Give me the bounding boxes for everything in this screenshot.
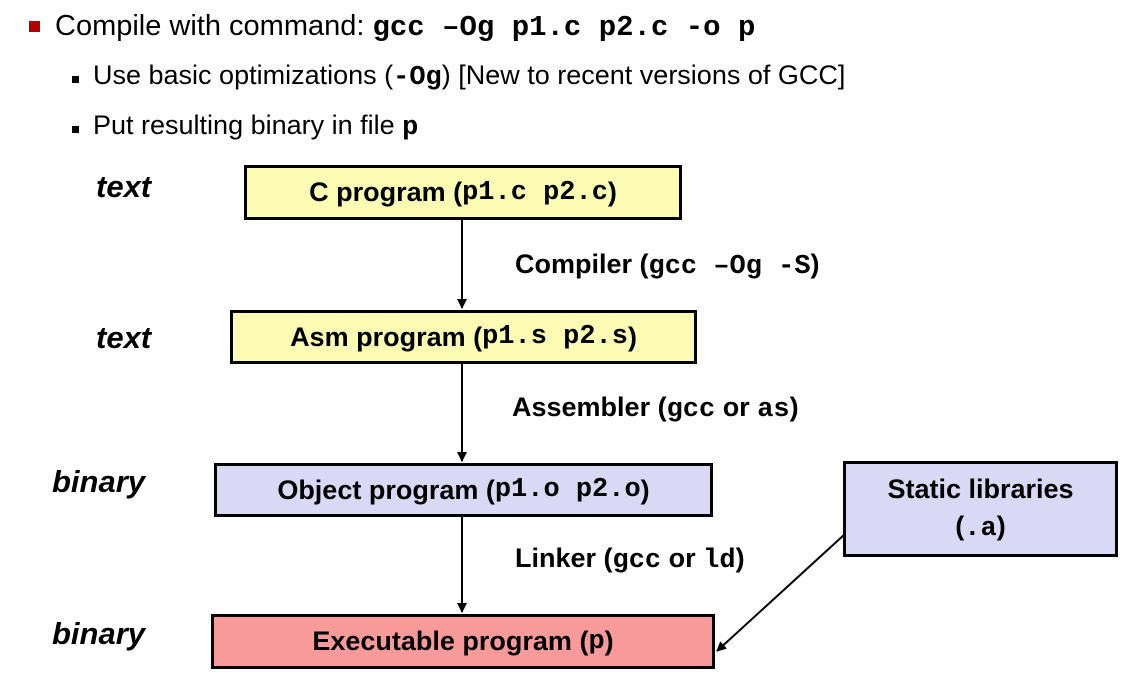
linker-or: or	[661, 543, 704, 573]
compiler-close: )	[810, 249, 820, 279]
compiler-step-label: Compiler (gcc –Og -S)	[515, 249, 820, 282]
bullet-square-red	[29, 21, 40, 32]
binary-file-text: Put resulting binary in file	[93, 110, 403, 140]
optimization-text-a: Use basic optimizations (	[93, 60, 394, 90]
assembler-code-gcc: gcc	[666, 395, 716, 425]
c-program-code: p1.c p2.c	[462, 177, 608, 208]
binary-file-line: Put resulting binary in file p	[93, 110, 418, 143]
object-program-code: p1.o p2.o	[494, 475, 641, 505]
static-libraries-box: Static libraries (.a)	[843, 461, 1118, 557]
label-binary-2: binary	[52, 616, 146, 651]
assembler-close: )	[789, 392, 799, 422]
object-program-close: )	[640, 474, 650, 505]
static-libraries-open: (	[955, 510, 965, 541]
executable-program-close: )	[604, 626, 614, 656]
static-libraries-close: )	[996, 510, 1006, 541]
executable-program-text: Executable program (	[312, 626, 589, 656]
c-program-box: C program (p1.c p2.c)	[244, 165, 682, 220]
compiler-code: gcc –Og -S	[648, 252, 811, 282]
linker-text: Linker (	[515, 543, 613, 573]
asm-program-box: Asm program (p1.s p2.s)	[230, 310, 697, 364]
linker-code-gcc: gcc	[612, 546, 662, 576]
label-binary-1: binary	[52, 464, 146, 499]
bullet-square-black	[72, 76, 79, 83]
assembler-or: or	[715, 392, 758, 422]
optimization-code: -Og	[393, 63, 442, 93]
assembler-text: Assembler (	[512, 392, 667, 422]
compile-command-line: Compile with command: gcc –Og p1.c p2.c …	[55, 10, 755, 44]
binary-file-code: p	[402, 113, 419, 143]
executable-program-code: p	[588, 626, 605, 657]
static-libraries-title: Static libraries	[887, 474, 1074, 505]
linker-code-ld: ld	[703, 546, 736, 576]
compiler-text: Compiler (	[515, 249, 649, 279]
label-text-1: text	[96, 169, 152, 204]
arrow-libraries-to-executable	[716, 533, 846, 652]
asm-program-code: p1.s p2.s	[482, 322, 628, 352]
object-program-box: Object program (p1.o p2.o)	[214, 463, 713, 517]
object-program-text: Object program (	[277, 474, 495, 505]
linker-close: )	[735, 543, 745, 573]
assembler-code-as: as	[757, 395, 790, 425]
label-text-2: text	[96, 320, 152, 355]
c-program-close: )	[607, 177, 617, 207]
executable-program-box: Executable program (p)	[211, 614, 715, 669]
asm-program-text: Asm program (	[290, 321, 483, 352]
linker-step-label: Linker (gcc or ld)	[515, 543, 745, 576]
assembler-step-label: Assembler (gcc or as)	[512, 392, 799, 425]
optimization-line: Use basic optimizations (-Og) [New to re…	[93, 60, 845, 93]
bullet-square-black	[72, 126, 79, 133]
optimization-text-b: ) [New to recent versions of GCC]	[441, 60, 846, 90]
static-libraries-ext: (.a)	[955, 508, 1005, 547]
compile-command-text: Compile with command:	[55, 10, 373, 42]
static-libraries-code: .a	[964, 513, 997, 544]
asm-program-close: )	[627, 321, 637, 352]
compile-command-code: gcc –Og p1.c p2.c -o p	[372, 11, 756, 44]
c-program-text: C program (	[309, 177, 463, 207]
